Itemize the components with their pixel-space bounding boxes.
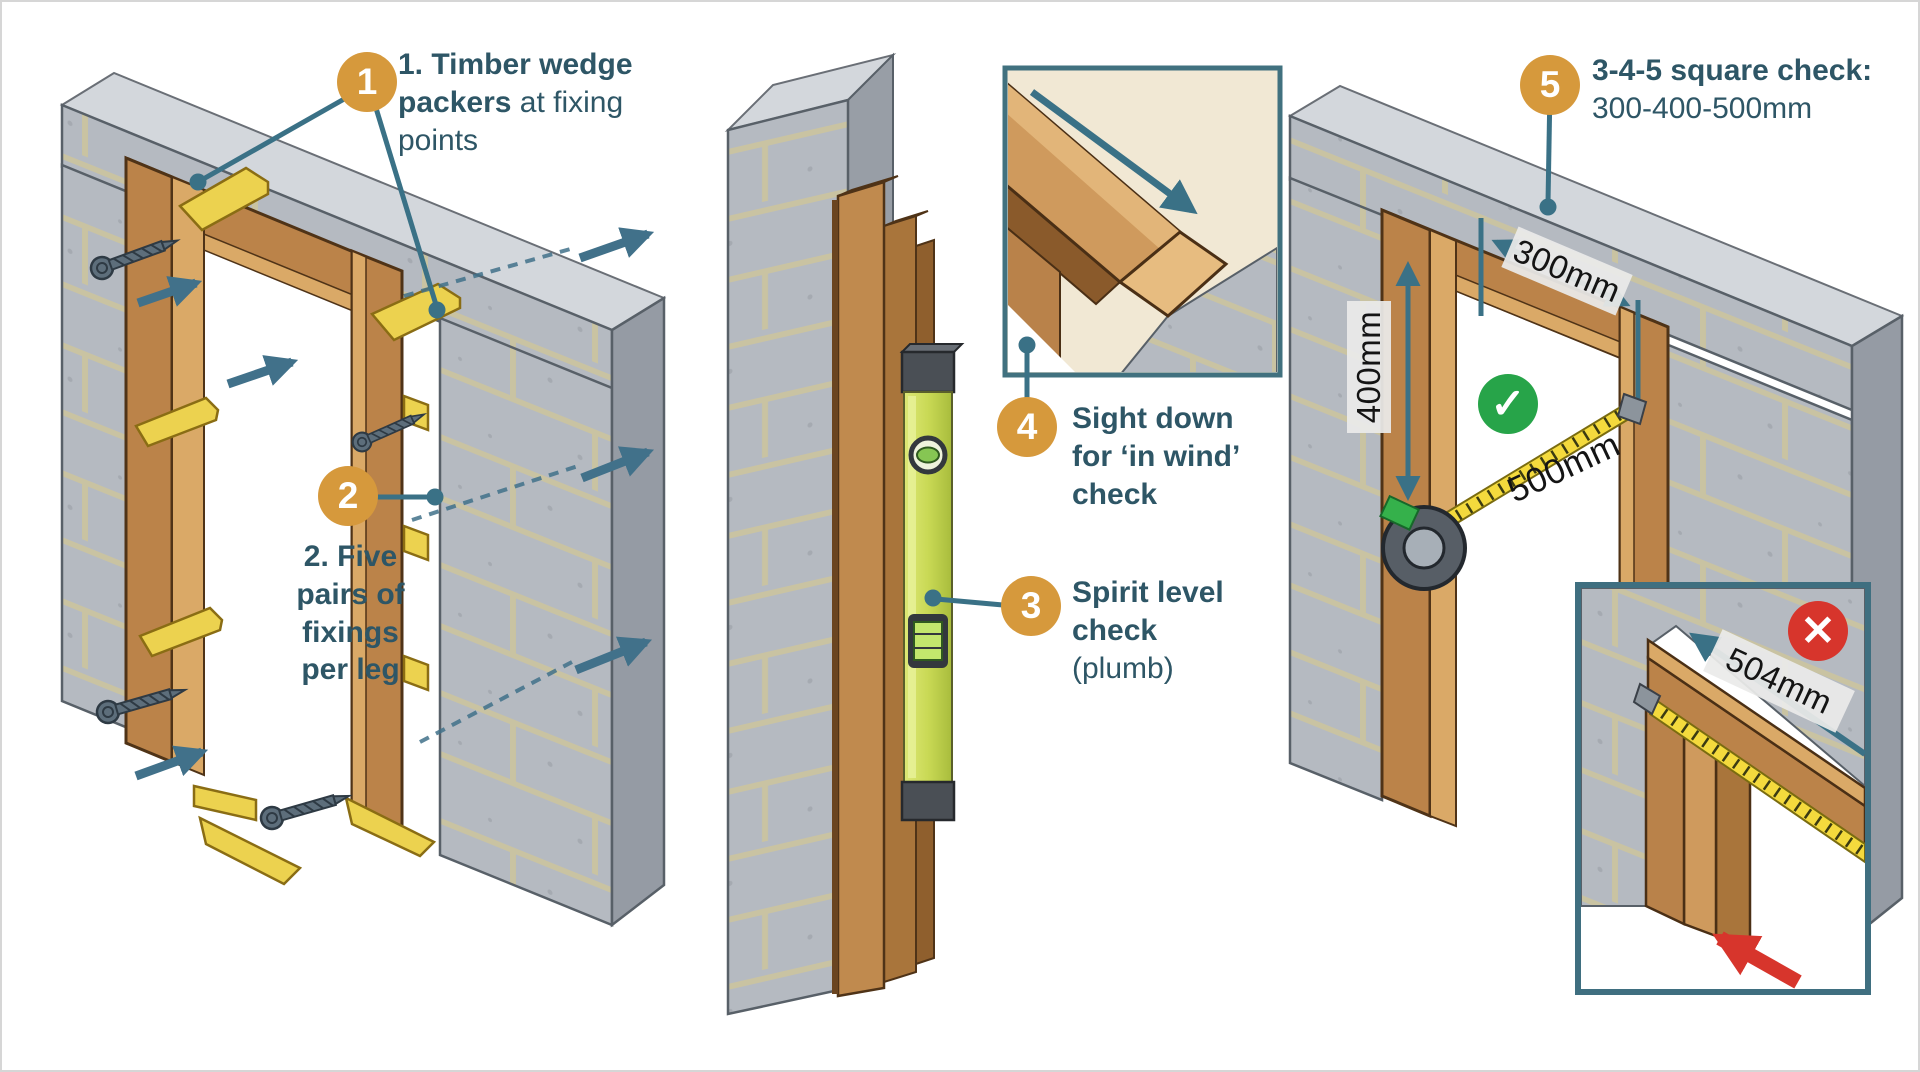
- timber-wedge-packers: [134, 166, 462, 886]
- annotation-step3-regular: (plumb): [1072, 651, 1174, 685]
- step-4-badge: 4: [997, 397, 1057, 457]
- step-5-badge: 5: [1520, 55, 1580, 115]
- annotation-step5-regular: 300-400-500mm: [1592, 91, 1813, 125]
- annotation-step4: Sight down for ‘in wind’ check: [1072, 402, 1241, 511]
- annotation-step5: 3-4-5 square check: 300-400-500mm: [1592, 52, 1912, 128]
- cross-glyph: ✕: [1800, 607, 1836, 654]
- step-1-badge: 1: [337, 52, 397, 112]
- fail-cross-icon: ✕: [1788, 601, 1848, 661]
- tape-measure: [1379, 392, 1648, 591]
- measurement-400mm: 400mm: [1347, 301, 1391, 433]
- annotation-step1-bold: 1. Timber wedge packers: [398, 48, 633, 119]
- check-glyph: ✓: [1490, 380, 1526, 427]
- fixing-direction-arrows: [134, 227, 655, 781]
- annotation-step1: 1. Timber wedge packers at fixing points: [398, 46, 648, 159]
- annotation-step2: 2. Five pairs of fixings per leg: [296, 540, 405, 687]
- annotation-step1-regular: at fixing points: [398, 85, 624, 157]
- annotation-step3-bold: Spirit level check: [1072, 576, 1224, 647]
- annotation-step3: Spirit level check (plumb): [1072, 574, 1302, 687]
- pass-check-icon: ✓: [1478, 374, 1538, 434]
- spirit-level: [899, 343, 965, 822]
- annotation-step5-bold: 3-4-5 square check:: [1592, 54, 1873, 87]
- step-3-badge: 3: [1001, 576, 1061, 636]
- red-arrow-icon: [1712, 931, 1802, 989]
- sight-check-inset: [1002, 65, 1283, 378]
- step-2-badge: 2: [318, 466, 378, 526]
